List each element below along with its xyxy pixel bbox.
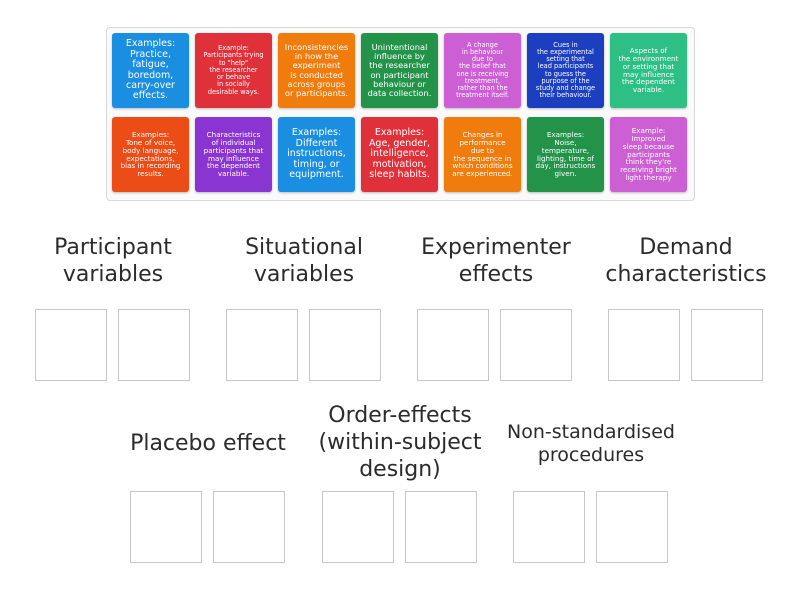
drop-slot[interactable] — [322, 491, 394, 563]
card-text: Example: Participants trying to "help" t… — [203, 44, 264, 96]
drop-slot[interactable] — [118, 309, 190, 381]
answer-card[interactable]: Examples: Age, gender, intelligence, mot… — [361, 117, 438, 192]
answer-card[interactable]: Examples: Practice, fatigue, boredom, ca… — [112, 33, 189, 108]
answer-card[interactable]: Inconsistencies in how the experiment is… — [278, 33, 355, 108]
card-text: Changes in performance due to the sequen… — [452, 129, 513, 179]
card-text: Examples: Different instructions, timing… — [287, 127, 346, 181]
card-text: Inconsistencies in how the experiment is… — [284, 42, 349, 98]
card-text: Example: Improved sleep because particip… — [620, 125, 677, 183]
card-text: Examples: Tone of voice, body language, … — [120, 129, 181, 179]
card-text: Aspects of the environment or setting th… — [618, 45, 679, 95]
answer-card[interactable]: Unintentional influence by the researche… — [361, 33, 438, 108]
group-title-situational-variables: Situational variables — [245, 235, 363, 287]
drop-slot[interactable] — [226, 309, 298, 381]
drop-slot[interactable] — [130, 491, 202, 563]
card-text: Examples: Practice, fatigue, boredom, ca… — [125, 38, 176, 102]
drop-slot[interactable] — [691, 309, 763, 381]
card-text: Unintentional influence by the researche… — [367, 42, 432, 98]
drop-slot[interactable] — [417, 309, 489, 381]
group-title-experimenter-effects: Experimenter effects — [421, 235, 571, 287]
card-text: Examples: Age, gender, intelligence, mot… — [368, 127, 431, 181]
drop-slot[interactable] — [405, 491, 477, 563]
card-text: Examples: Noise, temperature, lighting, … — [535, 129, 596, 179]
drop-slot[interactable] — [500, 309, 572, 381]
group-title-demand-characteristics: Demand characteristics — [605, 235, 767, 287]
drop-slot[interactable] — [35, 309, 107, 381]
card-text: Characteristics of individual participan… — [203, 129, 264, 179]
card-text: Cues in the experimental setting that le… — [535, 40, 596, 100]
answer-card[interactable]: Example: Participants trying to "help" t… — [195, 33, 272, 108]
drop-slot[interactable] — [608, 309, 680, 381]
group-title-participant-variables: Participant variables — [54, 235, 172, 287]
answer-card[interactable]: Examples: Different instructions, timing… — [278, 117, 355, 192]
drop-slot[interactable] — [513, 491, 585, 563]
answer-card[interactable]: Example: Improved sleep because particip… — [610, 117, 687, 192]
group-title-non-standardised-procedures: Non-standardised procedures — [507, 421, 675, 466]
answer-card[interactable]: A change in behaviour due to the belief … — [444, 33, 521, 108]
answer-card[interactable]: Examples: Noise, temperature, lighting, … — [527, 117, 604, 192]
answer-card[interactable]: Cues in the experimental setting that le… — [527, 33, 604, 108]
group-title-order-effects: Order-effects (within-subject design) — [318, 403, 482, 482]
answer-card[interactable]: Changes in performance due to the sequen… — [444, 117, 521, 192]
group-title-placebo-effect: Placebo effect — [130, 431, 286, 456]
card-bank: Examples: Practice, fatigue, boredom, ca… — [106, 27, 695, 201]
card-text: A change in behaviour due to the belief … — [456, 40, 509, 100]
answer-card[interactable]: Characteristics of individual participan… — [195, 117, 272, 192]
drop-slot[interactable] — [309, 309, 381, 381]
answer-card[interactable]: Examples: Tone of voice, body language, … — [112, 117, 189, 192]
drop-slot[interactable] — [596, 491, 668, 563]
answer-card[interactable]: Aspects of the environment or setting th… — [610, 33, 687, 108]
drop-slot[interactable] — [213, 491, 285, 563]
